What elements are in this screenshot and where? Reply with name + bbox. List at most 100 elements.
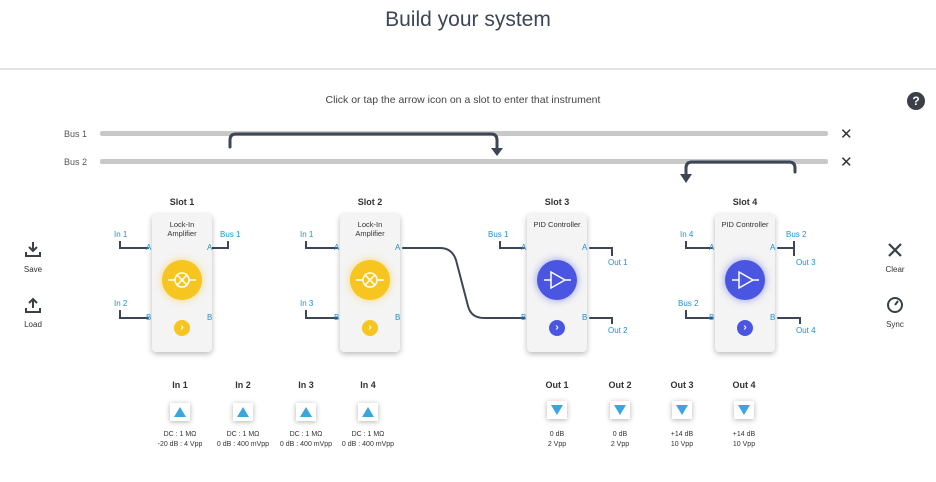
input-3-range: 0 dB : 400 mVpp [279, 441, 333, 448]
input-1-range: -20 dB : 4 Vpp [157, 441, 203, 448]
slot-4-port-b-in: B [709, 313, 715, 322]
slot-3-input-a-tag[interactable]: Bus 1 [484, 228, 514, 241]
slot-1-card[interactable]: Lock-In Amplifier › [152, 214, 212, 352]
slot-2-port-b-out: B [395, 313, 401, 322]
instruction-text: Click or tap the arrow icon on a slot to… [325, 94, 601, 106]
output-3-range: 10 Vpp [670, 441, 694, 448]
output-1-gain: 0 dB [549, 431, 565, 438]
question-icon[interactable]: ? [907, 92, 925, 110]
up-triangle-icon [362, 407, 374, 417]
output-3-button[interactable] [672, 401, 692, 419]
clear-label[interactable]: Clear [885, 265, 905, 274]
down-triangle-icon [614, 405, 626, 415]
bus-2-close-icon[interactable]: ✕ [840, 154, 853, 171]
pid-icon [725, 260, 765, 300]
output-4-name: Out 4 [732, 380, 756, 390]
output-4-range: 10 Vpp [732, 441, 756, 448]
output-2-name: Out 2 [608, 380, 632, 390]
slot-4-output-b-tag[interactable]: Out 4 [792, 324, 822, 337]
input-3-name: In 3 [298, 380, 314, 390]
output-4-gain: +14 dB [732, 431, 756, 438]
down-triangle-icon [738, 405, 750, 415]
page-title: Build your system [385, 8, 551, 31]
lock-in-icon [350, 260, 390, 300]
bus-1-arrowhead [491, 148, 503, 156]
input-4-range: 0 dB : 400 mVpp [341, 441, 395, 448]
output-2-button[interactable] [610, 401, 630, 419]
bus-2-arrowhead [680, 174, 692, 183]
slot-4-enter-arrow-icon[interactable]: › [737, 320, 753, 336]
sync-icon[interactable] [886, 296, 904, 314]
slot-4-input-b-tag[interactable]: Bus 2 [674, 297, 704, 310]
slot-4-port-a-out: A [770, 243, 776, 252]
output-4-button[interactable] [734, 401, 754, 419]
slot-2-port-b-in: B [334, 313, 340, 322]
output-1-range: 2 Vpp [547, 441, 567, 448]
slot-1-enter-arrow-icon[interactable]: › [174, 320, 190, 336]
slot-3-output-a-tag[interactable]: Out 1 [604, 256, 634, 269]
slot-4-output-a-bus-tag[interactable]: Bus 2 [782, 228, 812, 241]
output-1-button[interactable] [547, 401, 567, 419]
slot-2-instrument-name: Lock-In Amplifier [355, 220, 385, 238]
sync-label[interactable]: Sync [886, 320, 904, 329]
slot-4-input-a-tag[interactable]: In 4 [676, 228, 699, 241]
bus-1-route [228, 132, 499, 150]
slot-2-port-a-in: A [334, 243, 340, 252]
bus-2-route [684, 160, 797, 178]
slot-1-port-b-out: B [207, 313, 213, 322]
up-triangle-icon [300, 407, 312, 417]
slot-4-card[interactable]: PID Controller › [715, 214, 775, 352]
slot-1-title: Slot 1 [169, 197, 195, 207]
slot-2-title: Slot 2 [357, 197, 383, 207]
input-4-name: In 4 [360, 380, 376, 390]
slot-3-instrument-name: PID Controller [533, 220, 581, 229]
slot-2-input-a-tag[interactable]: In 1 [296, 228, 319, 241]
slot-1-port-a-in: A [146, 243, 152, 252]
slot-3-port-b-in: B [521, 313, 527, 322]
lock-in-icon [162, 260, 202, 300]
down-triangle-icon [551, 405, 563, 415]
slot-1-input-a-tag[interactable]: In 1 [110, 228, 133, 241]
input-4-coupling: DC : 1 MΩ [351, 431, 385, 438]
output-2-range: 2 Vpp [610, 441, 630, 448]
input-3-button[interactable] [296, 403, 316, 421]
load-label[interactable]: Load [24, 320, 42, 329]
input-1-button[interactable] [170, 403, 190, 421]
slot-2-input-b-tag[interactable]: In 3 [296, 297, 319, 310]
bus-2-label: Bus 2 [64, 157, 88, 167]
load-icon[interactable] [24, 296, 42, 314]
slot-2-enter-arrow-icon[interactable]: › [362, 320, 378, 336]
slot-4-instrument-name: PID Controller [721, 220, 769, 229]
output-3-gain: +14 dB [670, 431, 694, 438]
input-2-coupling: DC : 1 MΩ [226, 431, 260, 438]
slot-2-card[interactable]: Lock-In Amplifier › [340, 214, 400, 352]
down-triangle-icon [676, 405, 688, 415]
slot-1-instrument-name: Lock-In Amplifier [167, 220, 197, 238]
slot-3-port-a-out: A [582, 243, 588, 252]
input-2-button[interactable] [233, 403, 253, 421]
header-divider [0, 68, 936, 70]
slot-4-port-b-out: B [770, 313, 776, 322]
slot-3-card[interactable]: PID Controller › [527, 214, 587, 352]
bus-1-label: Bus 1 [64, 129, 88, 139]
clear-icon[interactable] [887, 242, 903, 258]
save-icon[interactable] [24, 240, 42, 258]
slot-3-output-b-tag[interactable]: Out 2 [604, 324, 634, 337]
bus-2-line[interactable] [100, 159, 828, 164]
input-2-range: 0 dB : 400 mVpp [216, 441, 270, 448]
bus-1-close-icon[interactable]: ✕ [840, 126, 853, 143]
slot-1-input-b-tag[interactable]: In 2 [110, 297, 133, 310]
slot-4-port-a-in: A [709, 243, 715, 252]
slot-1-output-a-tag[interactable]: Bus 1 [216, 228, 246, 241]
slot-3-title: Slot 3 [544, 197, 570, 207]
input-2-name: In 2 [235, 380, 251, 390]
input-4-button[interactable] [358, 403, 378, 421]
save-label[interactable]: Save [23, 265, 43, 274]
input-3-coupling: DC : 1 MΩ [289, 431, 323, 438]
slot-1-port-a-out: A [207, 243, 213, 252]
slot-4-output-a-tag[interactable]: Out 3 [792, 256, 822, 269]
slot-3-port-b-out: B [582, 313, 588, 322]
slot-3-enter-arrow-icon[interactable]: › [549, 320, 565, 336]
output-3-name: Out 3 [670, 380, 694, 390]
